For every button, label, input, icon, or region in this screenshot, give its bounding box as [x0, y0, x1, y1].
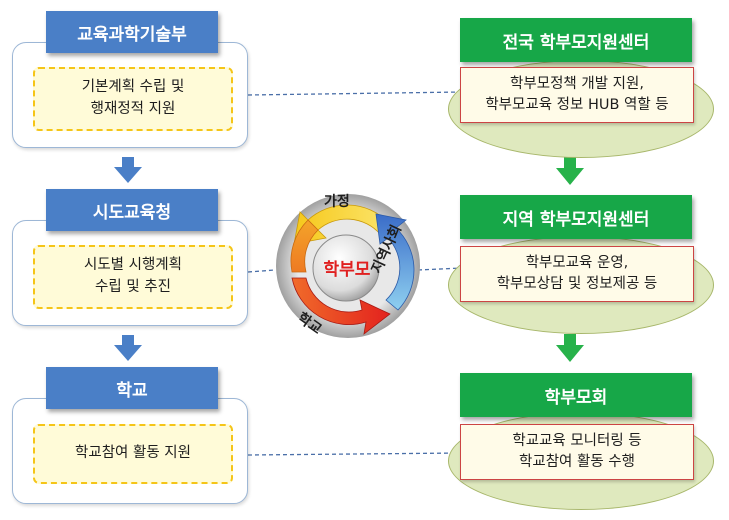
provincial-content-box: 시도별 시행계획 수립 및 추진 — [33, 245, 233, 309]
regional-content-box: 학부모교육 운영, 학부모상담 및 정보제공 등 — [460, 246, 694, 302]
center-label-text: 학부모 — [323, 259, 371, 280]
arc-community — [375, 213, 415, 311]
home-label: 가정 — [324, 194, 350, 210]
school-content-line: 학교참여 활동 지원 — [75, 445, 191, 462]
association-header: 학부모회 — [460, 373, 692, 417]
down-arrow-icon — [114, 157, 142, 183]
association-title: 학부모회 — [544, 387, 608, 408]
national-header: 전국 학부모지원센터 — [460, 18, 692, 62]
provincial-content-line: 시도별 시행계획 — [84, 257, 182, 274]
center-label: 학부모 — [312, 250, 382, 284]
center-sphere — [312, 234, 380, 302]
arc-home-left — [290, 219, 319, 273]
regional-title: 지역 학부모지원센터 — [502, 209, 650, 230]
moe-content-line: 기본계획 수립 및 — [81, 79, 185, 96]
regional-header: 지역 학부모지원센터 — [460, 195, 692, 239]
association-content-box: 학교교육 모니터링 등 학교참여 활동 수행 — [460, 424, 694, 480]
association-content-line: 학교참여 활동 수행 — [519, 454, 635, 470]
cycle-diagram — [276, 194, 420, 338]
provincial-title: 시도교육청 — [92, 202, 172, 223]
regional-content-line: 학부모교육 운영, — [525, 254, 629, 271]
national-content-box: 학부모정책 개발 지원, 학부모교육 정보 HUB 역할 등 — [460, 67, 694, 123]
school-content-box: 학교참여 활동 지원 — [33, 424, 233, 484]
connector-line-middle — [247, 269, 276, 273]
moe-header: 교육과학기술부 — [46, 11, 218, 53]
down-arrow-icon — [556, 157, 584, 185]
provincial-header: 시도교육청 — [46, 189, 218, 231]
connector-line-top — [247, 91, 463, 96]
association-content-line: 학교교육 모니터링 등 — [512, 432, 642, 449]
moe-title: 교육과학기술부 — [77, 24, 187, 45]
moe-content-box: 기본계획 수립 및 행재정적 지원 — [33, 67, 233, 131]
down-arrow-icon — [556, 334, 584, 362]
connector-line-bottom — [247, 452, 463, 456]
school-header: 학교 — [46, 367, 218, 409]
school-title: 학교 — [116, 380, 148, 401]
provincial-content-line: 수립 및 추진 — [95, 279, 171, 295]
arc-school — [291, 277, 391, 335]
national-content-line: 학부모정책 개발 지원, — [510, 75, 644, 92]
moe-content-line: 행재정적 지원 — [90, 101, 176, 117]
national-title: 전국 학부모지원센터 — [502, 32, 650, 53]
national-content-line: 학부모교육 정보 HUB 역할 등 — [485, 97, 669, 113]
regional-content-line: 학부모상담 및 정보제공 등 — [496, 276, 658, 292]
down-arrow-icon — [114, 335, 142, 361]
